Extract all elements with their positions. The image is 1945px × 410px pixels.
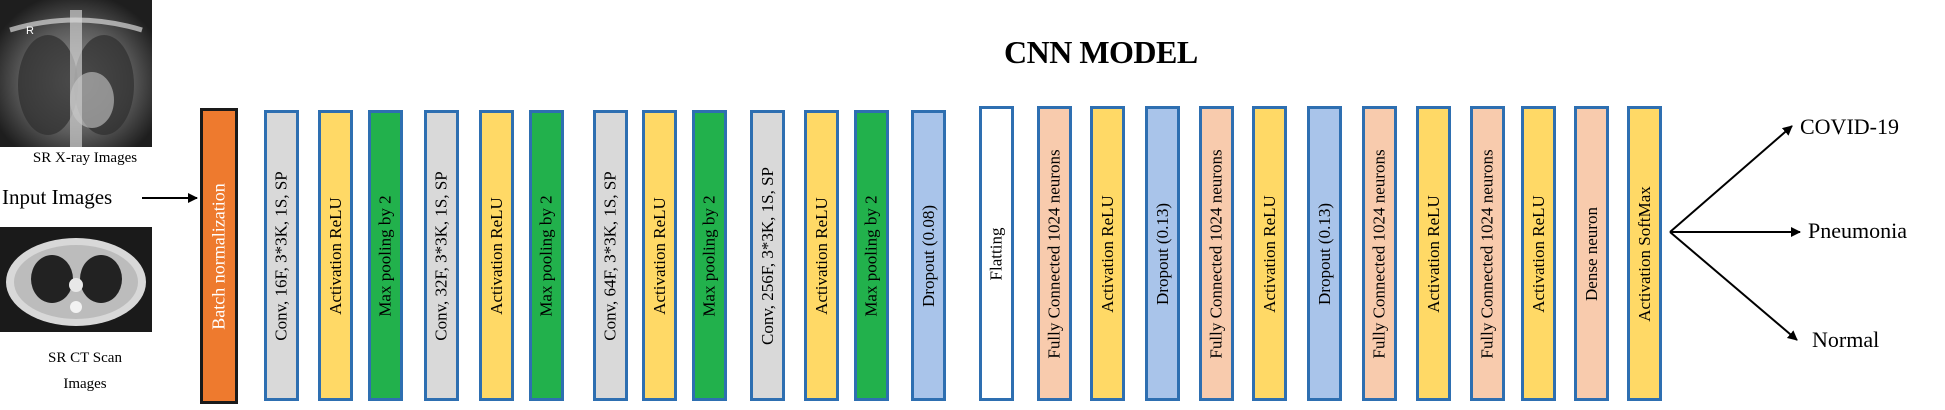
layer-20: Activation ReLU	[1252, 106, 1287, 401]
layer-25: Activation ReLU	[1521, 106, 1556, 401]
layer-12: Activation ReLU	[804, 110, 839, 401]
layer-17: Activation ReLU	[1090, 106, 1125, 401]
layer-26: Dense neuron	[1574, 106, 1609, 401]
layer-22: Fully Connected 1024 neurons	[1362, 106, 1397, 401]
layer-10: Max pooling by 2	[692, 110, 727, 401]
layer-5: Conv, 32F, 3*3K, 1S, SP	[424, 110, 459, 401]
layer-11: Conv, 256F, 3*3K, 1S, SP	[750, 110, 785, 401]
diagram-title: CNN MODEL	[1004, 34, 1198, 70]
xray-caption: SR X-ray Images	[32, 150, 138, 166]
output-normal: Normal	[1812, 327, 1880, 352]
output-covid19: COVID-19	[1800, 114, 1899, 139]
layer-27: Activation SoftMax	[1627, 106, 1662, 401]
layer-8: Conv, 64F, 3*3K, 1S, SP	[593, 110, 628, 401]
layer-13: Max pooling by 2	[854, 110, 889, 401]
ct-caption-line2: Images	[63, 376, 107, 392]
layer-3: Activation ReLU	[318, 110, 353, 401]
layer-15: Flatting	[979, 106, 1014, 401]
layer-4: Max pooling by 2	[368, 110, 403, 401]
layer-24: Fully Connected 1024 neurons	[1470, 106, 1505, 401]
ct-scan-image	[0, 227, 152, 332]
layer-18: Dropout (0.13)	[1145, 106, 1180, 401]
arrow-to-covid19	[1669, 125, 1793, 233]
layer-2: Conv, 16F, 3*3K, 1S, SP	[264, 110, 299, 401]
svg-text:R: R	[26, 25, 34, 37]
layer-1: Batch normalization	[200, 108, 238, 404]
layer-9: Activation ReLU	[642, 110, 677, 401]
output-pneumonia: Pneumonia	[1808, 218, 1907, 243]
layer-19: Fully Connected 1024 neurons	[1199, 106, 1234, 401]
ct-caption-line1: SR CT Scan	[48, 350, 122, 366]
layer-7: Max pooling by 2	[529, 110, 564, 401]
layer-16: Fully Connected 1024 neurons	[1037, 106, 1072, 401]
layer-6: Activation ReLU	[479, 110, 514, 401]
layer-14: Dropout (0.08)	[911, 110, 946, 401]
arrow-to-normal	[1669, 231, 1798, 341]
xray-image: R	[0, 0, 152, 147]
layer-23: Activation ReLU	[1416, 106, 1451, 401]
input-images-label: Input Images	[2, 185, 113, 209]
layer-21: Dropout (0.13)	[1307, 106, 1342, 401]
